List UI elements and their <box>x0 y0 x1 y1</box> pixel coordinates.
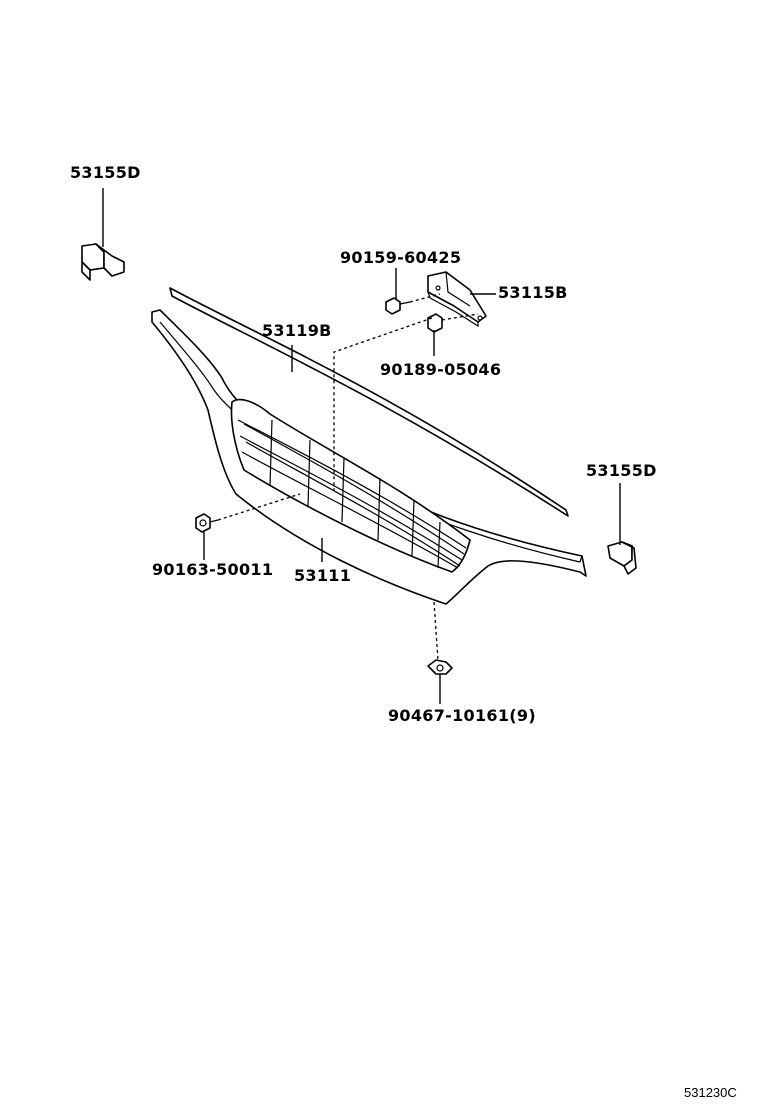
label-53155d-right: 53155D <box>586 461 657 480</box>
label-90467-10161: 90467-10161(9) <box>388 706 536 725</box>
diagram-ref-code: 531230C <box>684 1085 737 1100</box>
label-53155d-left: 53155D <box>70 163 141 182</box>
dash-90159 <box>409 293 441 303</box>
dash-90163 <box>217 493 301 521</box>
dash-bracket-to-grille <box>333 317 433 492</box>
label-90159-60425: 90159-60425 <box>340 248 461 267</box>
screw-90163-50011[interactable] <box>195 513 219 533</box>
label-53111: 53111 <box>294 566 351 585</box>
label-90163-50011: 90163-50011 <box>152 560 273 579</box>
dash-90467 <box>433 601 439 661</box>
label-53119b: 53119B <box>262 321 332 340</box>
dash-90189 <box>441 313 479 321</box>
clip-53155d-right[interactable] <box>607 541 637 575</box>
label-90189-05046: 90189-05046 <box>380 360 501 379</box>
clip-90189-05046[interactable] <box>427 313 443 333</box>
clip-53155d-left[interactable] <box>81 243 125 281</box>
bracket-53115b[interactable] <box>427 271 487 328</box>
bolt-90159-60425[interactable] <box>385 297 411 315</box>
grille-53111[interactable] <box>151 309 587 605</box>
clip-90467-10161[interactable] <box>427 659 453 675</box>
label-53115b: 53115B <box>498 283 568 302</box>
molding-53119b[interactable] <box>169 287 569 517</box>
